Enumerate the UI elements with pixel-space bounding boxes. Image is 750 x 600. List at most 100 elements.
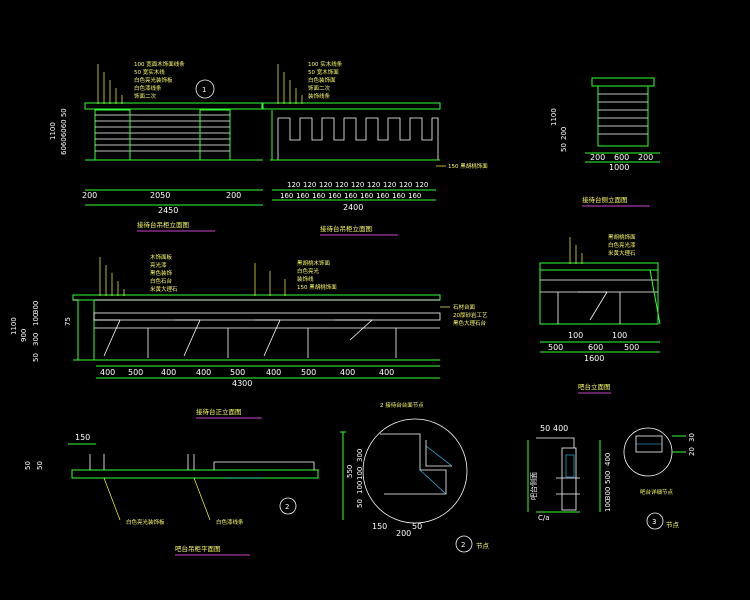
dim-1: 200 — [590, 153, 605, 162]
note-m3: 装饰线 — [297, 275, 314, 283]
dim-b2: 200 — [396, 529, 411, 538]
dim-mid-7: 160 — [376, 192, 389, 200]
dim-l1: 550 — [346, 465, 354, 478]
callout-circle — [195, 79, 215, 99]
dim-a: 200 — [82, 191, 97, 200]
note-4: 饰面二次 — [308, 84, 331, 92]
marker: 2 — [461, 541, 465, 549]
dim-mid-4: 160 — [328, 192, 341, 200]
dim-top-6: 120 — [367, 181, 380, 189]
note-l4: 白色石台 — [150, 277, 173, 285]
caption: 节点 — [666, 521, 680, 529]
note-1: 白色亮光装饰板 — [126, 518, 165, 526]
dim-left-2: 50 — [36, 461, 44, 470]
dim-top-5: 120 — [351, 181, 364, 189]
caption: 吧台详细节点 — [640, 488, 674, 496]
note-5: 装饰线条 — [308, 92, 331, 100]
callout-circle — [646, 512, 664, 530]
dim-mid-9: 160 — [408, 192, 421, 200]
dim-5: 500 — [230, 368, 245, 377]
view6-plan: 150 50 50 2 白色亮光装饰板 白色漆线条 吧台吊柜平面图 — [24, 433, 319, 556]
dim-mid-2: 100 — [612, 331, 627, 340]
dim-6: 400 — [266, 368, 281, 377]
dim-l7: 75 — [64, 317, 72, 326]
dim-total: 2400 — [343, 203, 363, 212]
dim-top-1: 120 — [287, 181, 300, 189]
dim-mid-6: 160 — [360, 192, 373, 200]
dim-total: 2450 — [158, 206, 178, 215]
dim-b3: 50 — [412, 522, 422, 531]
note-2: 50 宽木饰面 — [308, 68, 339, 76]
view5-elevation: 黑胡桃饰面 白色亮光漆 米黄大理石 100 100 500 600 500 16… — [539, 233, 661, 394]
note-4: 白色漆线条 — [134, 84, 162, 92]
callout-circle — [279, 497, 297, 515]
dim-r3: 300 — [604, 487, 612, 500]
note-2: 白色漆线条 — [216, 518, 244, 526]
view1-elevation: 1100 60606060 50 1 200 2050 200 2450 100… — [49, 60, 264, 232]
dim-l5: 50 — [32, 353, 40, 362]
note-r1: 石材台面 — [453, 303, 476, 311]
side-text: 吧台侧面 — [529, 472, 538, 500]
callout-marker: 1 — [202, 86, 206, 94]
note-1: 100 实木线条 — [308, 60, 343, 68]
dim-2: 600 — [614, 153, 629, 162]
dim-c: 200 — [226, 191, 241, 200]
note-r2: 20厚砂岩工艺 — [453, 311, 488, 319]
dim-1: 500 — [548, 343, 563, 352]
dim-l4: 100 — [356, 481, 364, 494]
dim-top-2: 400 — [553, 424, 568, 433]
note-l2: 亮光漆 — [150, 261, 167, 269]
dim-total: 4300 — [232, 379, 252, 388]
dim-top-8: 120 — [399, 181, 412, 189]
dim-l5: 50 — [356, 499, 364, 508]
dim-l2: 300 — [356, 449, 364, 462]
dim-l1: 300 — [32, 301, 40, 314]
dim-top-7: 120 — [383, 181, 396, 189]
note-5: 饰面二次 — [134, 92, 157, 100]
dim-total: 1600 — [584, 354, 604, 363]
view9-detail: 30 20 吧台详细节点 — [623, 427, 696, 496]
dim-mid-2: 160 — [296, 192, 309, 200]
dim-top-4: 120 — [335, 181, 348, 189]
dim-3: 200 — [638, 153, 653, 162]
dim-mid-5: 160 — [344, 192, 357, 200]
dim-mid: 200 — [560, 127, 568, 140]
label-right: 节点 — [476, 542, 490, 550]
marker: 3 — [652, 518, 656, 526]
dim-top-9: 120 — [415, 181, 428, 189]
dim-150: 150 — [75, 433, 90, 442]
dim-height: 1100 — [49, 122, 57, 140]
dim-top-3: 120 — [319, 181, 332, 189]
view4-title: 接待台正立面图 — [196, 407, 242, 416]
note-m2: 白色亮光 — [297, 267, 320, 275]
dim-mid-8: 160 — [392, 192, 405, 200]
dim-top-2: 120 — [303, 181, 316, 189]
dim-r1: 400 — [604, 453, 612, 466]
note-l5: 米黄大理石 — [150, 285, 178, 293]
view3-title: 接待台侧立面图 — [582, 195, 628, 204]
note-l1: 木饰面板 — [150, 253, 173, 261]
dim-l6: 1100 — [10, 317, 18, 335]
dim-r1: 30 — [688, 433, 696, 442]
dim-height: 1100 — [550, 108, 558, 126]
note-1: 100 宽面木饰面线条 — [134, 60, 185, 68]
dim-8: 400 — [340, 368, 355, 377]
label-right: 150 黑胡桃饰面 — [448, 162, 488, 170]
marker: 2 — [285, 503, 289, 511]
dim-3: 400 — [161, 368, 176, 377]
view8-section: 50 400 400 500 300 100 吧台侧面 C/a 3 节点 — [527, 424, 680, 530]
callout-circle — [455, 535, 473, 553]
dim-stack: 60606060 50 — [60, 108, 68, 155]
dim-r2: 500 — [604, 471, 612, 484]
dim-7: 500 — [301, 368, 316, 377]
dim-total: 1000 — [609, 163, 629, 172]
note-r3: 黑色大理石台 — [453, 319, 487, 327]
dim-4: 400 — [196, 368, 211, 377]
dim-r2: 20 — [688, 447, 696, 456]
dim-l3: 100 — [356, 467, 364, 480]
dim-b: 2050 — [150, 191, 170, 200]
view3-side-elevation: 1100 200 50 200 600 200 1000 接待台侧立面图 — [550, 77, 660, 207]
note-2: 50 宽实木线 — [134, 68, 165, 76]
note-2: 白色亮光漆 — [608, 241, 636, 249]
